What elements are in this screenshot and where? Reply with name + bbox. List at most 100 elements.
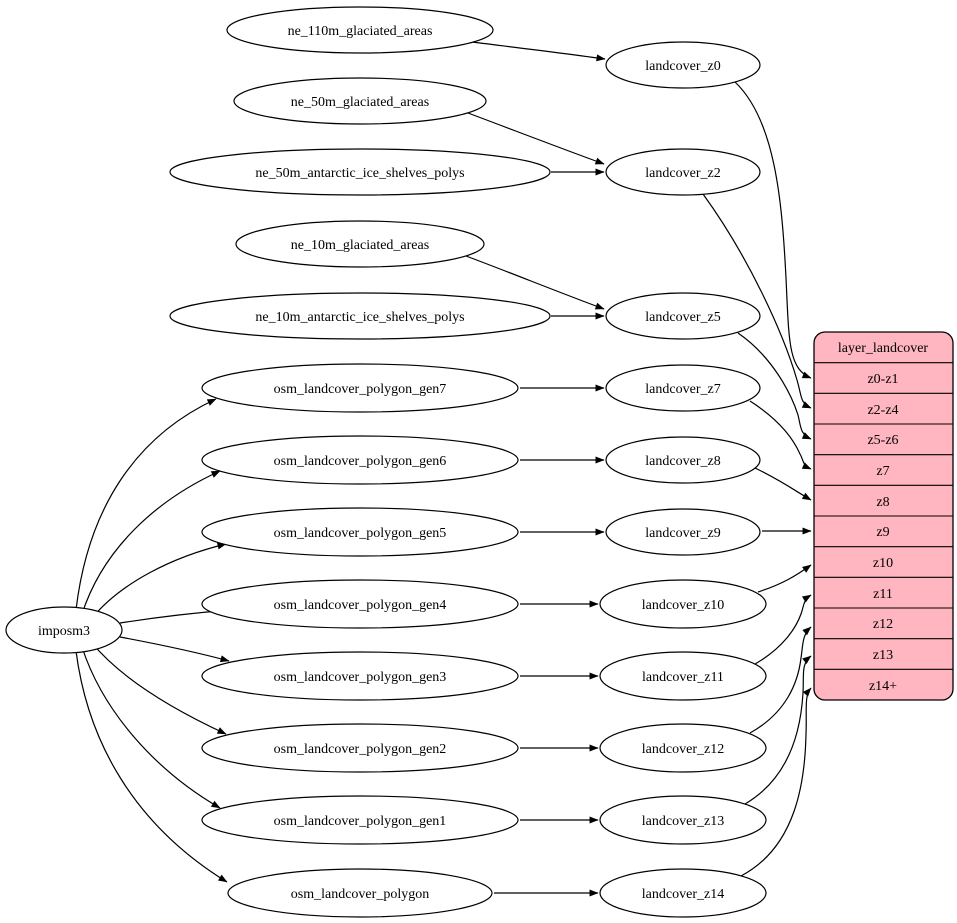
node-shape — [169, 292, 551, 340]
node-shape — [599, 651, 767, 701]
node-shape — [605, 436, 761, 484]
node-landcover_z0: landcover_z0 — [605, 41, 761, 89]
edge-landcover_z12-row-z12 — [749, 626, 812, 734]
node-shape — [201, 795, 519, 845]
node-label: landcover_z14 — [642, 887, 724, 902]
node-label: ne_110m_glaciated_areas — [288, 24, 433, 39]
node-landcover_z2: landcover_z2 — [605, 148, 761, 196]
node-label: landcover_z7 — [645, 382, 720, 397]
node-label: osm_landcover_polygon_gen5 — [274, 526, 447, 541]
node-shape — [233, 77, 487, 125]
node-osm_landcover_polygon_gen2: osm_landcover_polygon_gen2 — [201, 723, 519, 773]
node-osm_landcover_polygon_gen3: osm_landcover_polygon_gen3 — [201, 651, 519, 701]
node-osm_landcover_polygon_gen5: osm_landcover_polygon_gen5 — [201, 507, 519, 557]
node-label: landcover_z9 — [645, 526, 720, 541]
node-ne_110m_glaciated_areas: ne_110m_glaciated_areas — [226, 6, 494, 54]
layer-table-row: z0-z1 — [867, 372, 898, 387]
node-landcover_z12: landcover_z12 — [599, 723, 767, 773]
node-landcover_z9: landcover_z9 — [605, 508, 761, 556]
node-label: osm_landcover_polygon_gen6 — [274, 454, 447, 469]
node-shape — [201, 579, 519, 629]
edge-imposm3-osm_landcover_polygon_gen2 — [91, 642, 227, 735]
node-shape — [605, 148, 761, 196]
layer-table-row: z2-z4 — [867, 403, 898, 418]
layer-table-row: z12 — [873, 617, 893, 632]
node-shape — [201, 651, 519, 701]
node-landcover_z11: landcover_z11 — [599, 651, 767, 701]
layer-table-header: layer_landcover — [838, 341, 929, 356]
node-ne_50m_antarctic_ice_shelves_polys: ne_50m_antarctic_ice_shelves_polys — [169, 148, 551, 196]
node-label: ne_10m_antarctic_ice_shelves_polys — [255, 310, 464, 325]
node-label: landcover_z11 — [642, 670, 724, 685]
node-label: imposm3 — [38, 624, 90, 639]
node-shape — [599, 579, 767, 629]
edge-imposm3-osm_landcover_polygon — [75, 650, 228, 883]
edge-ne_10m_glaciated_areas-landcover_z5 — [465, 255, 605, 310]
node-shape — [201, 363, 519, 413]
node-shape — [201, 435, 519, 485]
edge-imposm3-osm_landcover_polygon_gen6 — [81, 470, 221, 615]
node-shape — [226, 6, 494, 54]
node-landcover_z5: landcover_z5 — [605, 292, 761, 340]
edge-landcover_z2-row-z2-z4 — [702, 193, 812, 409]
edge-ne_50m_glaciated_areas-landcover_z2 — [467, 112, 605, 165]
edge-landcover_z13-row-z13 — [744, 655, 812, 805]
node-shape — [235, 220, 485, 268]
node-imposm3: imposm3 — [5, 606, 123, 654]
edge-imposm3-osm_landcover_polygon_gen3 — [119, 636, 230, 663]
node-shape — [605, 41, 761, 89]
node-shape — [599, 868, 767, 918]
node-label: landcover_z12 — [642, 742, 724, 757]
edge-landcover_z14-row-z14plus — [740, 687, 812, 877]
node-shape — [201, 723, 519, 773]
node-ne_10m_antarctic_ice_shelves_polys: ne_10m_antarctic_ice_shelves_polys — [169, 292, 551, 340]
layer-table-row: z9 — [876, 525, 889, 540]
node-osm_landcover_polygon_gen4: osm_landcover_polygon_gen4 — [201, 579, 519, 629]
node-label: osm_landcover_polygon_gen4 — [274, 598, 447, 613]
node-shape — [227, 868, 493, 918]
node-label: osm_landcover_polygon_gen2 — [274, 742, 447, 757]
node-landcover_z10: landcover_z10 — [599, 579, 767, 629]
edge-landcover_z8-row-z8 — [754, 467, 812, 501]
node-label: osm_landcover_polygon_gen1 — [274, 814, 447, 829]
node-label: ne_50m_antarctic_ice_shelves_polys — [255, 166, 464, 181]
node-label: ne_10m_glaciated_areas — [291, 238, 429, 253]
node-landcover_z8: landcover_z8 — [605, 436, 761, 484]
node-label: ne_50m_glaciated_areas — [291, 95, 429, 110]
node-label: landcover_z8 — [645, 454, 720, 469]
node-label: landcover_z5 — [645, 310, 720, 325]
edge-landcover_z10-row-z10 — [757, 564, 812, 593]
node-osm_landcover_polygon_gen7: osm_landcover_polygon_gen7 — [201, 363, 519, 413]
node-osm_landcover_polygon: osm_landcover_polygon — [227, 868, 493, 918]
node-ne_50m_glaciated_areas: ne_50m_glaciated_areas — [233, 77, 487, 125]
layer-table-row: z5-z6 — [867, 433, 898, 448]
node-shape — [605, 364, 761, 412]
layer-table-row: z13 — [873, 648, 893, 663]
node-landcover_z13: landcover_z13 — [599, 795, 767, 845]
layer-table-row: z11 — [873, 587, 893, 602]
edge-imposm3-osm_landcover_polygon_gen5 — [91, 542, 227, 619]
node-shape — [5, 606, 123, 654]
node-osm_landcover_polygon_gen6: osm_landcover_polygon_gen6 — [201, 435, 519, 485]
node-label: landcover_z0 — [645, 59, 720, 74]
layer-table-row: z7 — [876, 464, 889, 479]
edge-imposm3-osm_landcover_polygon_gen7 — [75, 398, 217, 611]
node-shape — [605, 292, 761, 340]
node-shape — [605, 508, 761, 556]
edge-landcover_z5-row-z5-z6 — [737, 332, 812, 440]
edge-landcover_z7-row-z7 — [749, 400, 812, 470]
layer-table-row: z10 — [873, 556, 893, 571]
edge-ne_110m_glaciated_areas-landcover_z0 — [471, 41, 606, 62]
node-shape — [599, 723, 767, 773]
node-label: osm_landcover_polygon — [291, 887, 429, 902]
node-layer_landcover: layer_landcover z0-z1 z2-z4 z5-z6 z7 z8 … — [813, 331, 954, 701]
edge-imposm3-osm_landcover_polygon_gen1 — [81, 646, 221, 809]
node-landcover_z14: landcover_z14 — [599, 868, 767, 918]
layer-table-row: z14+ — [869, 679, 897, 694]
edge-landcover_z11-row-z11 — [754, 594, 812, 665]
node-osm_landcover_polygon_gen1: osm_landcover_polygon_gen1 — [201, 795, 519, 845]
node-label: osm_landcover_polygon_gen3 — [274, 670, 447, 685]
node-label: landcover_z2 — [645, 166, 720, 181]
node-ne_10m_glaciated_areas: ne_10m_glaciated_areas — [235, 220, 485, 268]
